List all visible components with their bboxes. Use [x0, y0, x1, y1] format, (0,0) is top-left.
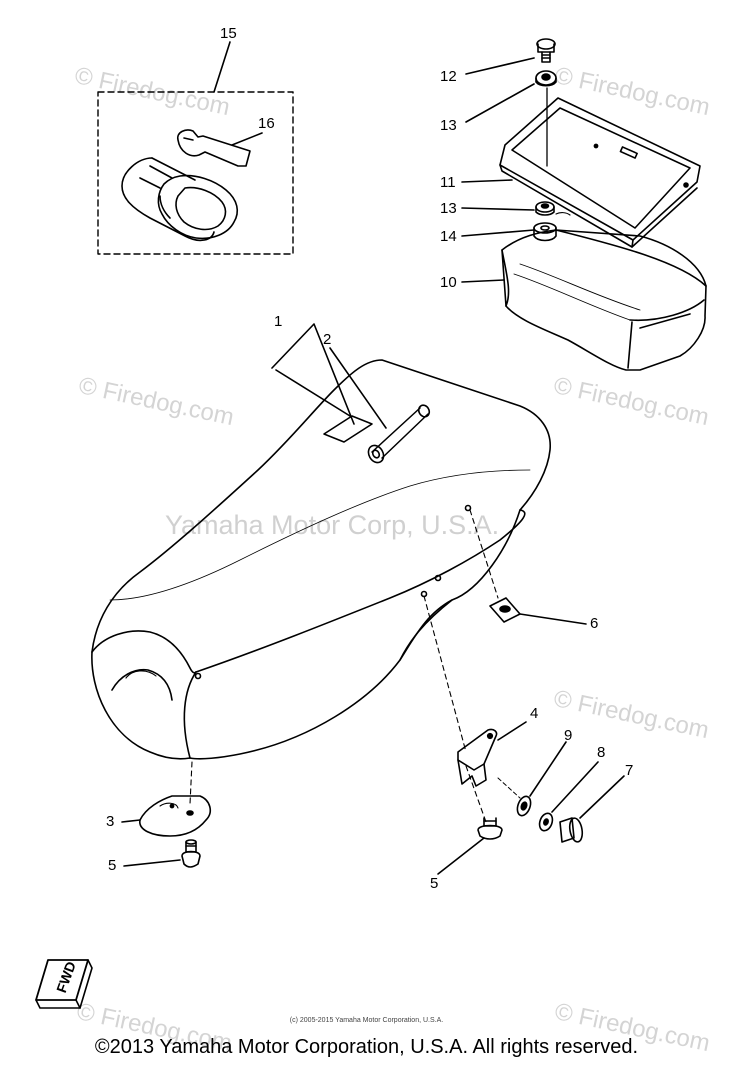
callout-13: 13 [440, 117, 457, 134]
front-plate-group [121, 761, 212, 868]
case-lid [499, 97, 701, 241]
small-copyright: (c) 2005-2015 Yamaha Motor Corporation, … [289, 1017, 444, 1024]
washer-icon [516, 795, 532, 817]
callout-11: 11 [440, 174, 456, 191]
seat-group [91, 323, 551, 760]
callout-15: 15 [220, 25, 237, 42]
seat-outline [91, 359, 551, 760]
callout-4: 4 [530, 705, 539, 722]
seat-strap-plate [323, 415, 373, 443]
callout-5: 5 [108, 857, 117, 874]
case-body [501, 229, 707, 371]
watermark-center: Yamaha Motor Corp, U.S.A. [165, 510, 500, 540]
callout-3: 3 [106, 813, 115, 830]
tool-bag-icon [121, 157, 239, 242]
copyright-notice: ©2013 Yamaha Motor Corporation, U.S.A. A… [94, 1036, 639, 1058]
callout-9: 9 [564, 727, 573, 744]
lock-plate-group [469, 509, 587, 625]
callout-1: 1 [274, 313, 283, 330]
callout-6: 6 [590, 615, 599, 632]
callout-12: 12 [440, 68, 457, 85]
washer-icon [535, 70, 557, 87]
tool-kit-group [97, 41, 294, 255]
storage-case-group [461, 38, 707, 371]
washer-icon [535, 201, 555, 216]
hinge-bracket-icon [457, 728, 498, 787]
strap-roll-icon [367, 444, 385, 464]
callout-5: 5 [430, 875, 439, 892]
callout-14: 14 [440, 228, 457, 245]
callout-7: 7 [625, 762, 634, 779]
bolt-icon [181, 839, 201, 868]
front-plate-icon [139, 795, 212, 837]
callout-8: 8 [597, 744, 606, 761]
callout-16: 16 [258, 115, 275, 132]
callout-13: 13 [440, 200, 457, 217]
grommet-icon [533, 222, 557, 242]
bolt-icon [536, 38, 556, 63]
hinge-bracket-group [423, 595, 625, 875]
fwd-direction-icon [35, 959, 93, 1009]
washer-icon [538, 812, 554, 832]
bolt-icon [559, 817, 584, 843]
bolt-icon [477, 817, 503, 840]
wrench-icon [176, 129, 251, 167]
callout-10: 10 [440, 274, 457, 291]
callout-2: 2 [323, 331, 332, 348]
